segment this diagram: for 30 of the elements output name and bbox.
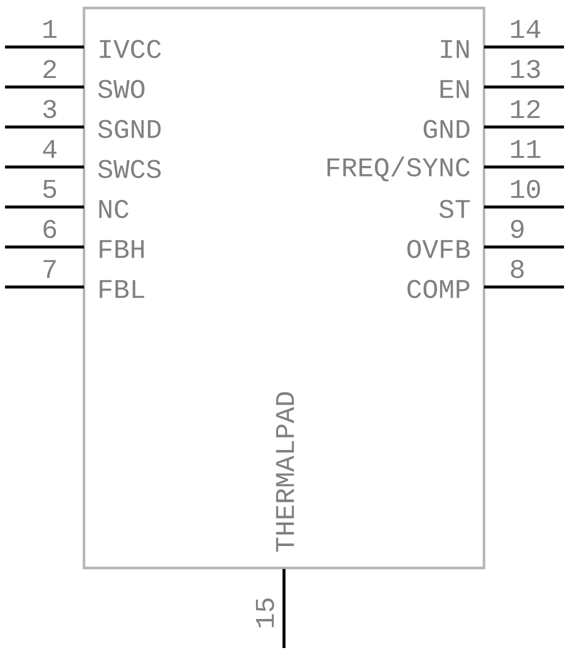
pin-name: SGND [98, 120, 161, 138]
pin-number: 15 [256, 598, 274, 628]
pin-name: ST [439, 200, 470, 218]
pin-number: 13 [511, 60, 540, 78]
pin-name: IVCC [100, 40, 161, 58]
pin-name: COMP [407, 280, 470, 298]
pin-name: FBH [100, 240, 144, 258]
pin-name: FREQ/SYNC [328, 156, 470, 182]
pin-name: NC [99, 200, 128, 218]
pin-name: IN [441, 40, 469, 58]
pin-name: SWCS [98, 160, 161, 178]
pad-name: THERMALPAD [276, 392, 294, 552]
pin-number: 7 [44, 260, 56, 278]
pin-number: 5 [43, 180, 56, 198]
pin-number: 3 [43, 100, 56, 118]
pin-number: 4 [42, 140, 56, 158]
pin-number: 14 [511, 20, 540, 38]
pin-name: GND [424, 120, 470, 138]
pin-name: SWO [98, 80, 144, 98]
pin-number: 8 [510, 260, 524, 278]
pin-number: 6 [44, 220, 56, 238]
pin-name: OVFB [407, 240, 470, 258]
pin-number: 11 [511, 140, 540, 158]
pin-number: 12 [511, 100, 540, 118]
pin-number: 2 [44, 60, 56, 78]
pin-number: 1 [44, 20, 56, 38]
pin-name: EN [440, 80, 469, 98]
pin-name: FBL [100, 280, 144, 298]
pin-number: 9 [511, 220, 524, 238]
pin-number: 10 [511, 180, 540, 198]
